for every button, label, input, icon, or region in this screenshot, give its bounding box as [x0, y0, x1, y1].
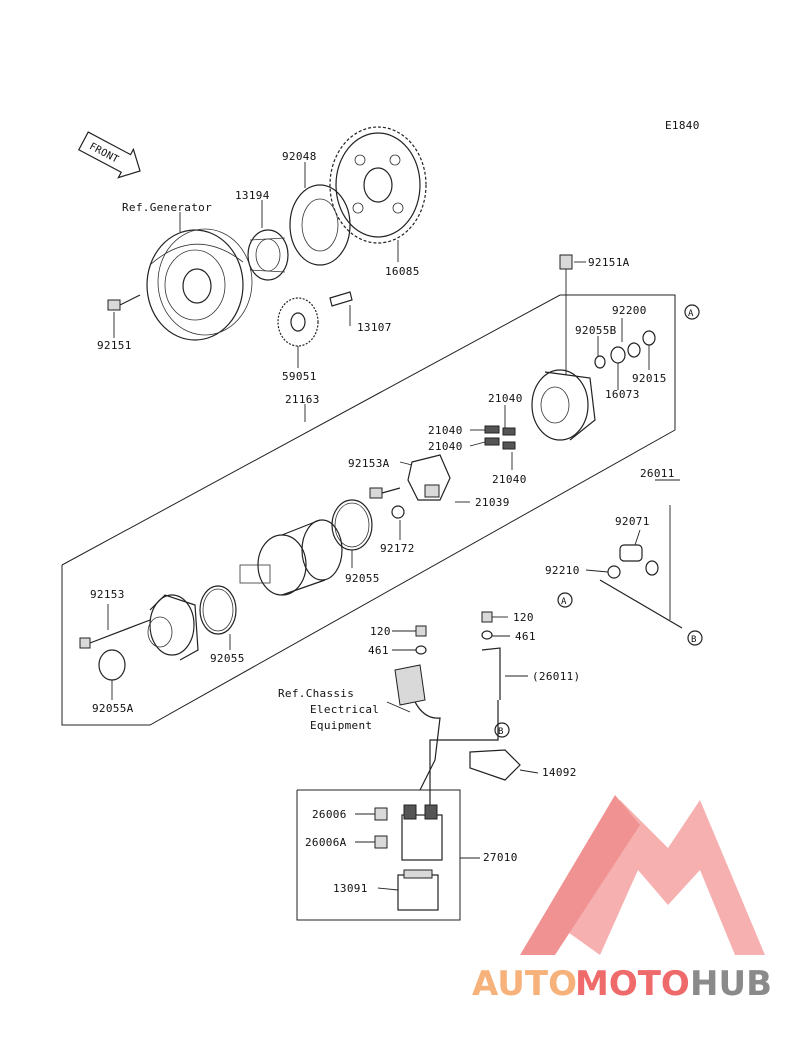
part-label: 92172 — [380, 542, 415, 555]
part-label: 120 — [513, 611, 534, 624]
part-label: 92015 — [632, 372, 667, 385]
ground-cable — [481, 611, 501, 700]
watermark-part1: AUTO — [472, 964, 577, 1004]
part-label: 92055 — [210, 652, 245, 665]
starter-yoke — [239, 519, 343, 596]
o-ring-92055-upper — [331, 499, 373, 551]
ref-circle-a-label: A — [561, 597, 567, 607]
brush-holder — [407, 454, 451, 501]
starter-relay — [401, 804, 443, 861]
fuse-26006 — [374, 807, 388, 821]
part-label: 26006 — [312, 808, 347, 821]
part-label: 16073 — [605, 388, 640, 401]
ref-circle-b-1: B — [687, 630, 703, 646]
nut-92210 — [607, 565, 621, 579]
part-label: 26011 — [640, 467, 675, 480]
watermark-text: AUTO MOTO HUB — [472, 964, 772, 1004]
watermark-part3: HUB — [690, 964, 772, 1004]
ref-circle-a-1: A — [684, 304, 700, 320]
nut-92015 — [642, 330, 656, 346]
part-label: 92055B — [575, 324, 617, 337]
part-label: 21040 — [492, 473, 527, 486]
relay-boot — [394, 625, 427, 706]
ref-chassis-label-line1: Ref.Chassis — [278, 687, 354, 700]
part-label: 21040 — [428, 440, 463, 453]
part-label: 26006A — [305, 836, 347, 849]
front-arrow-icon: FRONT — [78, 131, 141, 179]
ref-circle-b-label: B — [691, 635, 697, 645]
part-label: 13107 — [357, 321, 392, 334]
part-label: 120 — [370, 625, 391, 638]
starter-rear-cover — [531, 369, 596, 441]
part-label: 92048 — [282, 150, 317, 163]
bolt-92151A — [559, 254, 573, 375]
part-label: 92210 — [545, 564, 580, 577]
part-label: 92153 — [90, 588, 125, 601]
screw-92153A — [369, 487, 401, 499]
part-label: 92055 — [345, 572, 380, 585]
part-label: 461 — [515, 630, 536, 643]
part-label: 92055A — [92, 702, 134, 715]
bolt-92153 — [79, 619, 151, 649]
brush-springs — [484, 425, 516, 450]
starter-cable — [599, 505, 683, 629]
ref-generator-label: Ref.Generator — [122, 201, 212, 214]
part-label: 13194 — [235, 189, 270, 202]
starter-motor-assembly-box — [61, 294, 676, 726]
bolt-92151 — [107, 294, 141, 311]
ref-chassis-label-line3: Equipment — [310, 719, 372, 732]
ref-chassis-label-line2: Electrical — [310, 703, 379, 716]
part-label: 13091 — [333, 882, 368, 895]
ref-circle-b-2: B — [494, 722, 510, 738]
leader-lines — [107, 162, 680, 891]
part-label: 92200 — [612, 304, 647, 317]
part-label: 92071 — [615, 515, 650, 528]
part-label: 16085 — [385, 265, 420, 278]
part-label: 27010 — [483, 851, 518, 864]
lead-wire — [409, 689, 499, 810]
clutch-plate — [289, 184, 351, 266]
washer-92200 — [627, 342, 641, 358]
o-ring-92055A — [98, 649, 126, 681]
part-label: (26011) — [532, 670, 580, 683]
starter-clutch — [247, 229, 289, 281]
part-label: 21163 — [285, 393, 320, 406]
ref-circle-a-label: A — [688, 309, 694, 319]
watermark-part2: MOTO — [575, 964, 690, 1004]
ref-circle-a-2: A — [557, 592, 573, 608]
ref-circle-b-label: B — [498, 727, 504, 737]
idler-shaft — [329, 291, 353, 307]
diagram-code: E1840 — [665, 119, 700, 132]
part-label: 92151 — [97, 339, 132, 352]
part-label: 21040 — [488, 392, 523, 405]
part-label: 59051 — [282, 370, 317, 383]
relay-case-13091 — [397, 869, 439, 911]
part-label: 92151A — [588, 256, 630, 269]
relay-connector — [469, 749, 521, 781]
part-label: 21040 — [428, 424, 463, 437]
generator-rotor — [146, 228, 253, 341]
starter-gear-large — [329, 126, 427, 244]
part-label: 21039 — [475, 496, 510, 509]
o-ring-92055-lower — [199, 585, 237, 635]
nut-16073 — [610, 346, 626, 364]
watermark-logo — [520, 795, 765, 955]
starter-front-cover — [147, 594, 199, 661]
idle-gear — [277, 297, 319, 347]
part-label: 14092 — [542, 766, 577, 779]
front-label: FRONT — [87, 141, 120, 166]
part-label: 461 — [368, 644, 389, 657]
screw-92172 — [391, 505, 405, 519]
part-label: 92153A — [348, 457, 390, 470]
o-ring-92055B — [594, 355, 606, 369]
fuse-26006A — [374, 835, 388, 849]
relay-box-outline — [296, 789, 461, 921]
